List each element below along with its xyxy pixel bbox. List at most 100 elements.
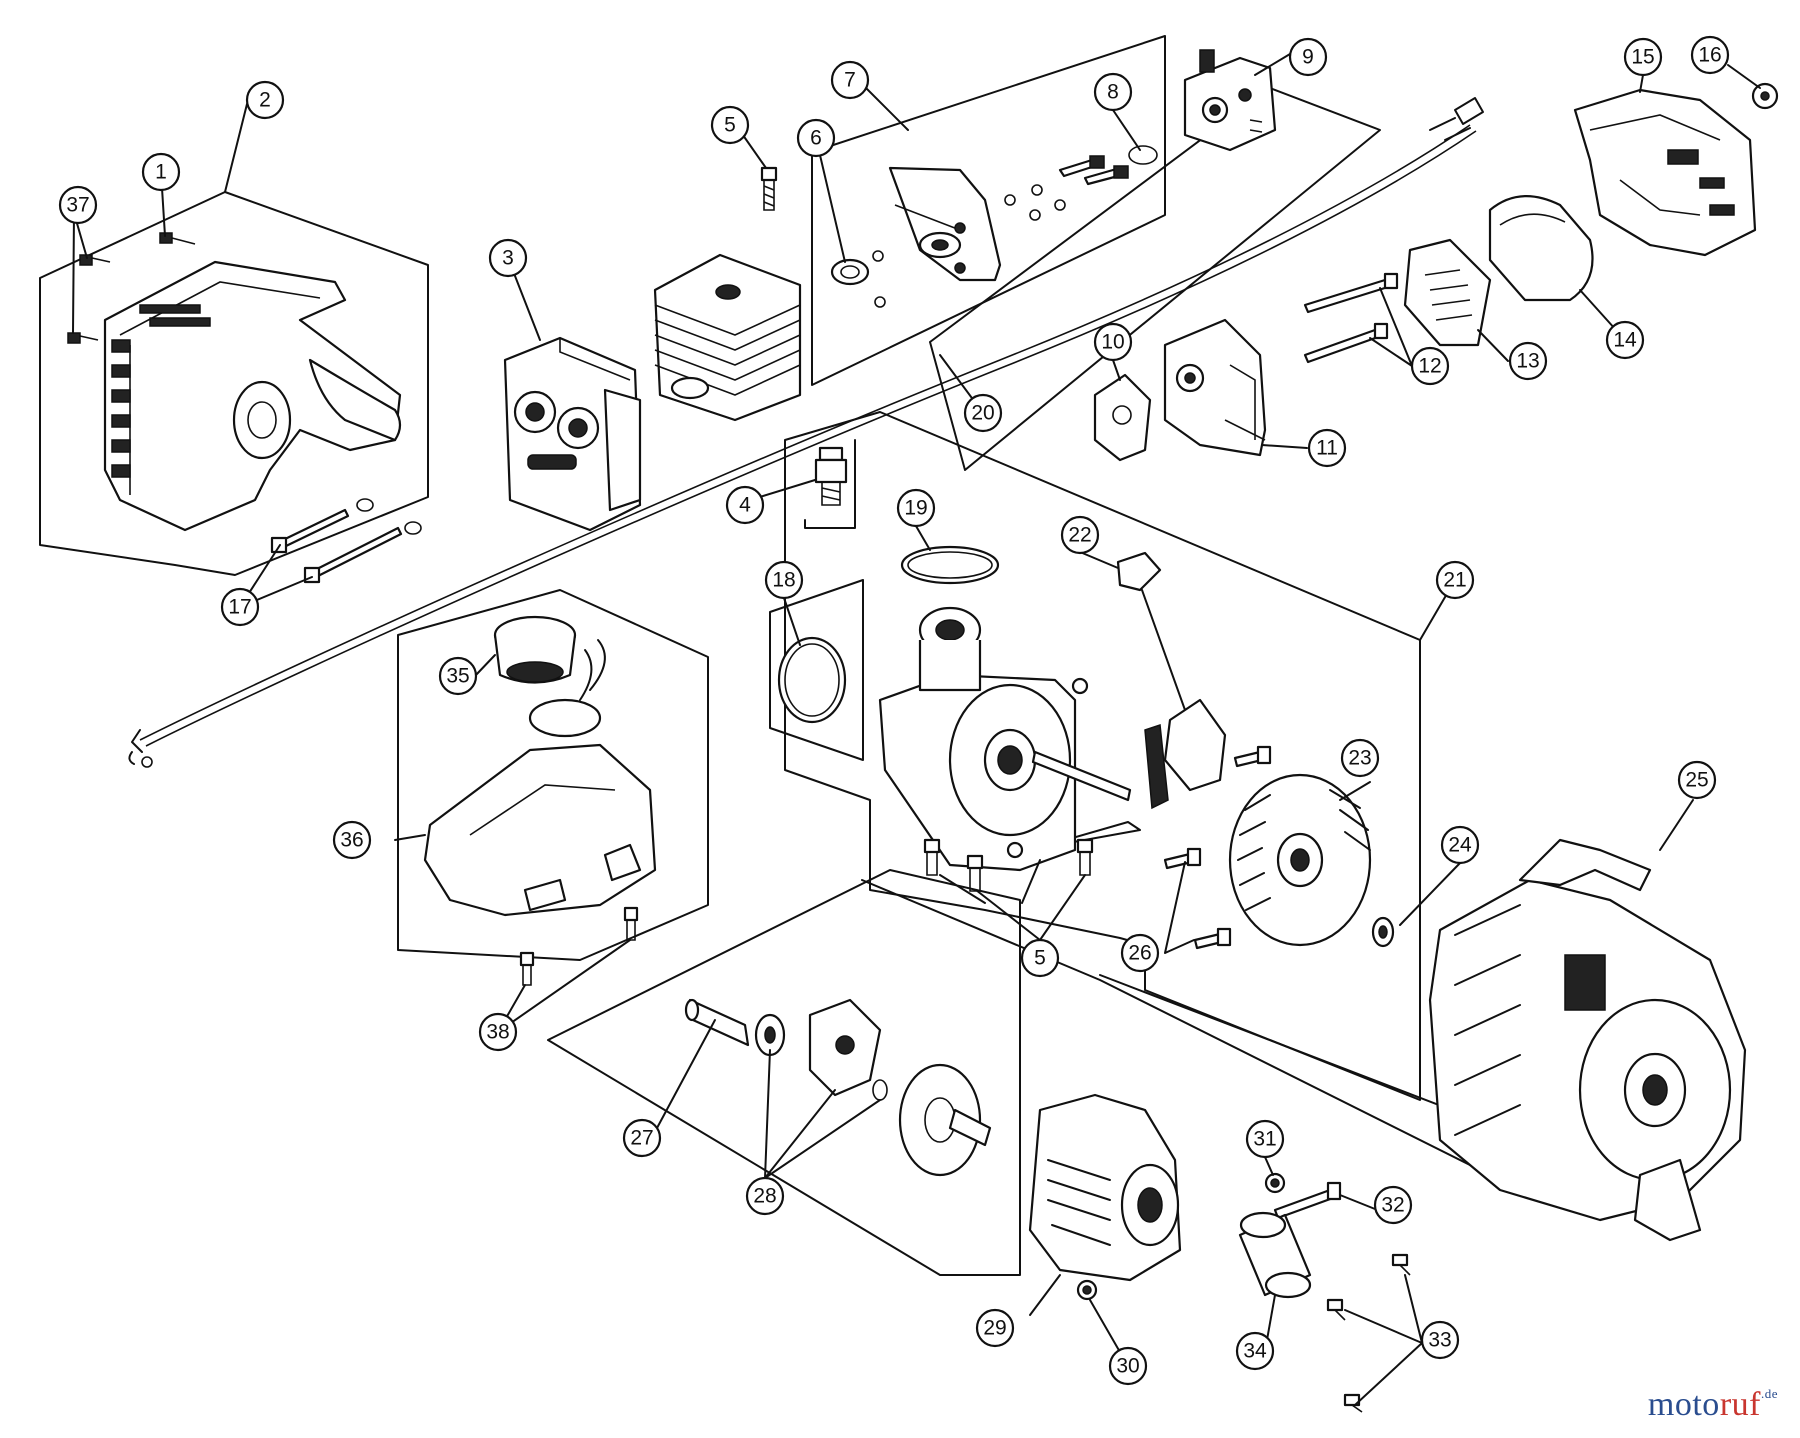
- cooling-fins: [654, 304, 801, 396]
- callout-24[interactable]: 24: [1440, 825, 1480, 865]
- sleeve-part-34: [1238, 1211, 1312, 1299]
- callout-26[interactable]: 26: [1120, 933, 1160, 973]
- throttle-cable: [128, 97, 1484, 768]
- clutch-part: [754, 998, 992, 1177]
- callout-25-label: 25: [1685, 769, 1708, 792]
- callout-20-label: 20: [971, 402, 994, 425]
- fuel-cap-part: [493, 615, 577, 684]
- callout-13-label: 13: [1516, 350, 1539, 373]
- callout-14[interactable]: 14: [1605, 320, 1645, 360]
- callout-36-label: 36: [340, 829, 363, 852]
- callout-13[interactable]: 13: [1508, 341, 1548, 381]
- callout-22-label: 22: [1068, 524, 1091, 547]
- callout-32-label: 32: [1381, 1194, 1404, 1217]
- carburetor-part: [1183, 49, 1277, 152]
- callout-19[interactable]: 19: [896, 488, 936, 528]
- callout-33-label: 33: [1428, 1329, 1451, 1352]
- callout-24-label: 24: [1448, 834, 1472, 857]
- starter-housing-part: [1428, 838, 1747, 1242]
- cable-end-ring-icon: [141, 756, 153, 768]
- screw-part-1: [159, 232, 196, 245]
- callout-7[interactable]: 7: [830, 60, 870, 100]
- callout-30[interactable]: 30: [1108, 1346, 1148, 1386]
- gasket-part-8: [1128, 145, 1158, 165]
- callout-28-label: 28: [753, 1185, 776, 1208]
- cylinder-part: [653, 253, 802, 422]
- callout-2-label: 2: [259, 89, 271, 112]
- callout-2[interactable]: 2: [245, 80, 285, 120]
- callout-4-label: 4: [739, 494, 751, 517]
- callout-12[interactable]: 12: [1410, 346, 1450, 386]
- screws-part-5-bottom: [923, 838, 1094, 892]
- callout-29[interactable]: 29: [975, 1308, 1015, 1348]
- callout-35[interactable]: 35: [438, 656, 478, 696]
- air-filter-cover-part: [1573, 88, 1757, 257]
- callout-11[interactable]: 11: [1307, 428, 1347, 468]
- callout-34[interactable]: 34: [1235, 1331, 1275, 1371]
- knob-part-16: [1751, 82, 1779, 110]
- flywheel-fins: [1237, 789, 1371, 911]
- screws-part-33: [1326, 1253, 1411, 1413]
- intake-adapter-part: [888, 166, 1002, 282]
- callout-7-label: 7: [844, 69, 856, 92]
- callout-22[interactable]: 22: [1060, 515, 1100, 555]
- outline-group-27-28: [547, 869, 1021, 1276]
- callout-23[interactable]: 23: [1340, 738, 1380, 778]
- air-filter-base-part: [1163, 318, 1267, 457]
- callout-17[interactable]: 17: [220, 587, 260, 627]
- callout-38-label: 38: [486, 1021, 509, 1044]
- callout-10[interactable]: 10: [1093, 322, 1133, 362]
- screws-part-26: [1163, 745, 1272, 950]
- callout-18[interactable]: 18: [764, 560, 804, 600]
- outline-group-7: [811, 35, 1166, 386]
- callout-37[interactable]: 37: [58, 185, 98, 225]
- screw-part-5-top: [760, 166, 778, 211]
- filter-plate-part: [1403, 238, 1492, 347]
- callout-31-label: 31: [1253, 1128, 1276, 1151]
- callout-1[interactable]: 1: [141, 152, 181, 192]
- callout-32[interactable]: 32: [1373, 1185, 1413, 1225]
- callout-16-label: 16: [1698, 44, 1721, 67]
- callout-15[interactable]: 15: [1623, 37, 1663, 77]
- callout-5-top[interactable]: 5: [710, 105, 750, 145]
- callout-31[interactable]: 31: [1245, 1119, 1285, 1159]
- part-drawings: [67, 49, 1779, 1413]
- callout-11-label: 11: [1316, 437, 1338, 460]
- callout-1-label: 1: [155, 161, 167, 184]
- callout-3-label: 3: [502, 247, 514, 270]
- callout-28[interactable]: 28: [745, 1176, 785, 1216]
- callout-33[interactable]: 33: [1420, 1320, 1460, 1360]
- washers-screws-7: [1004, 155, 1129, 221]
- callout-16[interactable]: 16: [1690, 35, 1730, 75]
- callout-19-label: 19: [904, 497, 927, 520]
- watermark-part-3: .de: [1760, 1386, 1778, 1401]
- throttle-lever-part: [1116, 551, 1227, 810]
- callout-5-top-label: 5: [724, 114, 736, 137]
- watermark-part-1: moto: [1647, 1386, 1720, 1423]
- nut-part-30: [1076, 1279, 1098, 1301]
- callout-3[interactable]: 3: [488, 238, 528, 278]
- outline-group-2: [39, 191, 429, 576]
- gasket-part-10: [1093, 373, 1152, 462]
- callout-21[interactable]: 21: [1435, 560, 1475, 600]
- outline-group-21: [784, 411, 1421, 1101]
- outline-group-36: [397, 589, 709, 961]
- callout-27[interactable]: 27: [622, 1118, 662, 1158]
- callout-30-label: 30: [1116, 1355, 1139, 1378]
- callout-35-label: 35: [446, 665, 469, 688]
- callout-5-bottom[interactable]: 5: [1020, 938, 1060, 978]
- callout-36[interactable]: 36: [332, 820, 372, 860]
- fuel-tank-part: [423, 639, 657, 917]
- callout-4[interactable]: 4: [725, 485, 765, 525]
- callout-25[interactable]: 25: [1677, 760, 1717, 800]
- washer-part-24: [1371, 916, 1395, 948]
- callout-8[interactable]: 8: [1093, 72, 1133, 112]
- callout-26-label: 26: [1128, 942, 1151, 965]
- callout-20[interactable]: 20: [963, 393, 1003, 433]
- callout-9[interactable]: 9: [1288, 37, 1328, 77]
- flywheel-part: [1228, 773, 1372, 947]
- callout-38[interactable]: 38: [478, 1012, 518, 1052]
- callout-bubbles: 1 2 3 4 5 5 6 7 8 9 10 11 12 13 14 15 16…: [58, 35, 1730, 1386]
- callout-6[interactable]: 6: [796, 118, 836, 158]
- o-ring-part-18: [777, 636, 847, 724]
